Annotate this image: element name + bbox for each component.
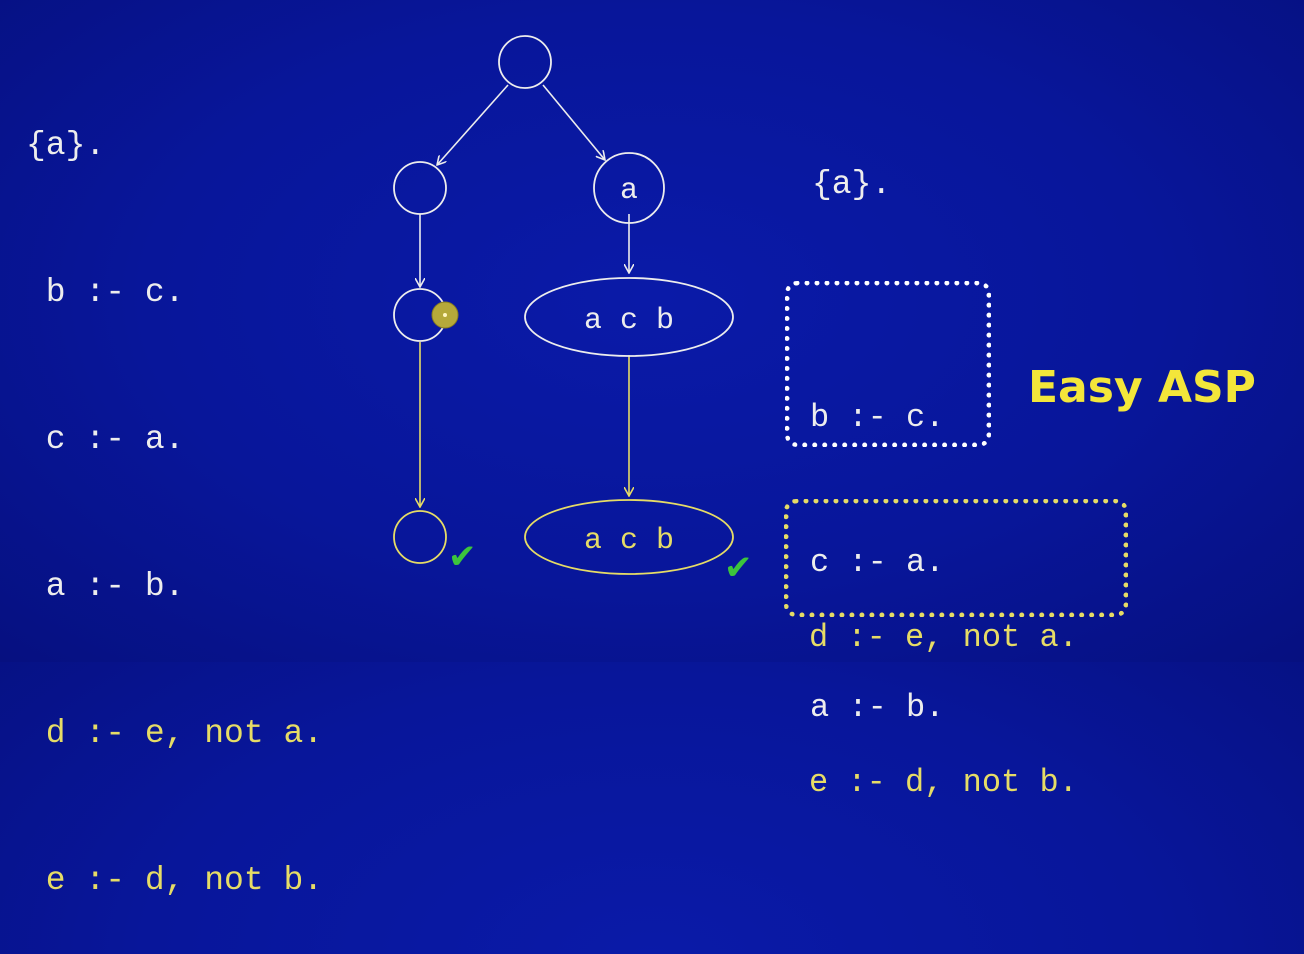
node-right-level1 [593, 152, 665, 224]
program-fact: {a}. [26, 127, 106, 164]
node-right-level1-label: a [620, 174, 638, 208]
node-root [498, 35, 552, 89]
edge-root-left [437, 84, 509, 165]
node-right-level2-label: a c b [584, 304, 674, 338]
node-left-level3 [393, 510, 447, 564]
box-rule-a: a :- b. [810, 689, 945, 726]
box-rule-b: b :- c. [810, 399, 945, 436]
solving-tree: a a c b a c b ✔ ✔ [393, 35, 753, 588]
pointer-cursor-dot-icon [443, 313, 447, 317]
node-right-level2 [524, 277, 734, 357]
check-mark-icon: ✔ [448, 537, 477, 577]
node-right-level3-label: a c b [584, 524, 674, 558]
yellow-rules-box: d :- e, not a. e :- d, not b. [784, 499, 1128, 801]
white-rules-box: b :- c. c :- a. a :- b. [785, 281, 991, 726]
box-rule-c: c :- a. [810, 544, 945, 581]
check-mark-icon: ✔ [724, 548, 753, 588]
program-rule-a: a :- b. [26, 568, 185, 605]
program-rule-d: d :- e, not a. [26, 715, 324, 752]
box-rule-e: e :- d, not b. [809, 764, 1078, 801]
slide-title: Easy ASP [1028, 362, 1256, 413]
program-rule-c: c :- a. [26, 421, 185, 458]
right-fact: {a}. [812, 166, 892, 203]
edge-root-right [542, 84, 605, 160]
program-rule-e: e :- d, not b. [26, 862, 324, 899]
node-right-level3 [524, 499, 734, 575]
program-rule-b: b :- c. [26, 274, 185, 311]
node-left-level1 [393, 161, 447, 215]
box-rule-d: d :- e, not a. [809, 619, 1078, 656]
